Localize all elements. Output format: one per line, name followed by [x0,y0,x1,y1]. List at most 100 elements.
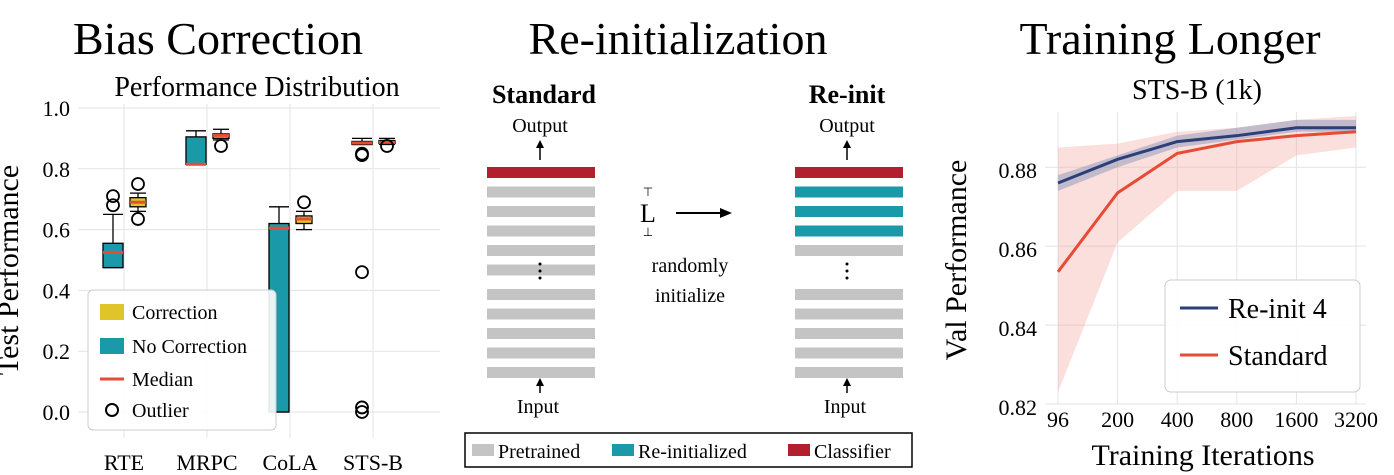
bias-y-tick-label: 1.0 [43,96,71,121]
layer-count-symbol: L [640,199,656,228]
pretrained-layer [487,347,595,359]
box-body [102,242,124,269]
training-x-tick-label: 96 [1047,407,1069,432]
bias-title: Bias Correction [73,13,363,64]
training-y-axis-label: Val Performance [940,160,973,361]
bias-y-tick-label: 0.2 [43,339,71,364]
training-legend: Re-init 4 Standard [1164,279,1361,393]
legend-correction: Correction [132,302,218,324]
legend-pretrained: Pretrained [498,441,580,463]
bias-y-tick-label: 0.6 [43,218,71,243]
training-subtitle: STS-B (1k) [1132,75,1262,106]
bottom-symbol: ⊥ [643,225,653,239]
box-outlier [355,400,369,415]
bias-legend-frame [87,289,277,431]
box-outlier [355,265,369,280]
standard-ellipsis-dot [538,262,542,266]
bias-x-tick-label: CoLA [263,450,318,475]
pretrained-layer [487,225,595,237]
box-outlier [355,148,369,163]
standard-ellipsis-dot [538,269,542,273]
reinit-label: Re-init [809,80,886,109]
standard-label: Standard [492,80,597,109]
training-y-tick-label: 0.84 [999,316,1038,341]
legend-standard: Standard [1228,341,1328,372]
training-x-axis-label: Training Iterations [1091,439,1314,472]
pretrained-layer [487,206,595,217]
standard-output-label: Output [512,115,568,137]
randomly-text: randomly [652,255,729,277]
reinit-output-label: Output [819,115,875,137]
reinit-legend: Pretrained Re-initialized Classifier [464,432,913,468]
initialize-text: initialize [655,285,725,307]
box-outlier [355,405,369,419]
training-y-ticks: 0.82 0.84 0.86 0.88 [999,158,1038,420]
reinit-layer-stack [795,167,903,378]
pretrained-layer [795,289,903,300]
bias-legend: Correction No Correction Median Outlier [87,289,277,431]
legend-no-correction: No Correction [132,336,247,358]
legend-swatch-no-correction [100,338,124,354]
bias-x-tick-label: STS-B [343,450,403,475]
standard-line [1056,130,1357,273]
box-outlier [214,139,228,153]
reinitialized-layer [795,225,903,237]
legend-swatch-outlier [105,403,119,417]
legend-outlier: Outlier [132,400,189,422]
legend-swatch-pretrained [472,444,494,456]
input-arrows [536,378,851,393]
legend-swatch-reinitialized [612,444,634,456]
reinit-ellipsis-dot [845,269,849,273]
box-outlier [131,212,145,226]
legend-reinit4: Re-init 4 [1228,294,1327,325]
bias-y-ticks: 0.00.20.40.60.81.0 [43,96,71,425]
box-outlier [131,177,145,191]
standard-layer-stack [487,167,595,378]
training-y-tick-label: 0.86 [999,237,1038,262]
standard-ellipsis-dot [538,276,542,280]
standard-input-arrowhead [536,378,544,386]
training-y-tick-label: 0.88 [999,158,1038,183]
bias-y-tick-label: 0.0 [43,400,71,425]
box-outlier [106,189,120,204]
bias-subtitle: Performance Distribution [114,72,399,103]
legend-median: Median [132,369,193,391]
legend-swatch-classifier [788,444,810,456]
reinit-transform-arrowhead [720,208,732,218]
pretrained-layer [487,289,595,300]
legend-swatch-correction [100,304,124,320]
standard-output-arrowhead [536,140,544,148]
top-symbol: ⊤ [643,185,653,199]
pretrained-layer [795,308,903,320]
training-x-tick-label: 800 [1220,407,1253,432]
box-outlier [106,198,120,213]
pretrained-layer [487,245,595,256]
training-y-tick-label: 0.82 [999,395,1038,420]
classifier-layer [795,167,903,178]
pretrained-layer [795,367,903,378]
box-body [185,136,207,165]
pretrained-layer [487,308,595,320]
pretrained-layer [795,328,903,339]
reinit-title: Re-initialization [529,13,828,64]
training-lines [1056,126,1357,273]
training-x-tick-label: 200 [1101,407,1134,432]
stack-ellipsis [538,262,849,280]
legend-reinitialized: Re-initialized [638,441,747,463]
reinit4-line [1057,126,1356,185]
reinit-input-label: Input [824,396,867,418]
bias-y-tick-label: 0.4 [43,278,71,303]
classifier-layer [487,167,595,178]
output-arrows [536,140,851,160]
training-title: Training Longer [1019,13,1320,64]
reinitialized-layer [795,186,903,198]
pretrained-layer [795,347,903,359]
legend-classifier: Classifier [814,441,891,463]
reinit-input-arrowhead [843,378,851,386]
training-x-tick-label: 1600 [1274,407,1318,432]
pretrained-layer [487,328,595,339]
reinit-ellipsis-dot [845,276,849,280]
